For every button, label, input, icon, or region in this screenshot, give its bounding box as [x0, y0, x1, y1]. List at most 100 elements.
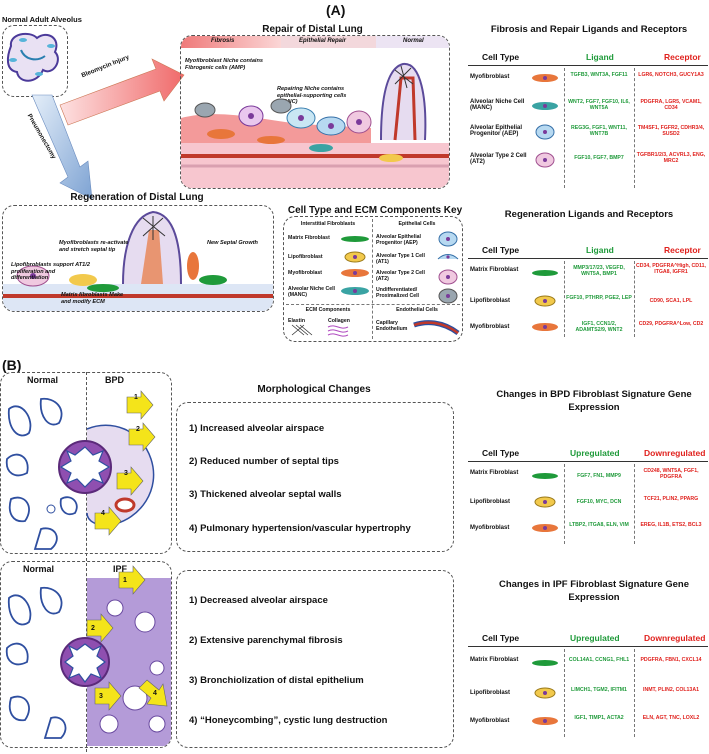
- regen-row-receptor: CD34, PDGFRA^High, CD11, ITGA8, IGFR1: [636, 263, 706, 275]
- ipf-arrow-1-num: 1: [123, 577, 127, 584]
- ipf-arrow-3-icon: [94, 681, 122, 711]
- key-lipofibroblast: Lipofibroblast: [288, 254, 323, 260]
- key-ecm-icons: [291, 324, 349, 337]
- key-left-icons: [341, 236, 369, 295]
- pneumonectomy-arrow: [31, 94, 93, 200]
- fib-row-receptor: TM4SF1, FGFR2, CDHR3/4, SUSD2: [637, 125, 705, 137]
- alveolus-illustration: [6, 32, 59, 82]
- ipf-row-cell: Matrix Fibroblast: [470, 657, 519, 663]
- key-elastin: Elastin: [288, 318, 306, 324]
- bpd-table-title: Changes in BPD Fibroblast Signature Gene…: [496, 389, 692, 413]
- ipf-change-item: 1) Decreased alveolar airspace: [189, 595, 328, 606]
- regen-matrix-icon: [532, 270, 558, 276]
- key-right-icons: [437, 231, 459, 304]
- epithelial-repair-band-label: Epithelial Repair: [299, 38, 347, 44]
- ipf-arrows: [86, 565, 168, 711]
- bpd-row-up: FGF7, FN1, MMP9: [577, 473, 621, 479]
- normal-band-label: Normal: [403, 38, 424, 44]
- bpd-arrow-2-num: 2: [136, 426, 140, 433]
- normal-alveolus-label: Normal Adult Alveolus: [2, 15, 82, 24]
- bpd-header-rule: [468, 461, 708, 462]
- bpd-cell-icons: [532, 473, 558, 532]
- key-matrix-fibroblast: Matrix Fibroblast: [288, 235, 330, 241]
- bpd-change-item: 4) Pulmonary hypertension/vascular hyper…: [189, 523, 411, 534]
- fib-row-ligand: TGFB3, WNT3A, FGF11: [570, 72, 628, 78]
- ipf-row-cell: Lipofibroblast: [470, 690, 510, 696]
- ipf-arrow-1-icon: [118, 565, 146, 595]
- regen-row-ligand: IGF1, CCN1/2, ADAMTS2/9, WNT2: [575, 321, 623, 333]
- repair-box: Fibrosis Epithelial Repair Normal Myofib…: [180, 35, 450, 189]
- ipf-image-box: Normal IPF 1 2 3 4: [0, 561, 172, 748]
- fib-row-cell: Alveolar Epithelial Progenitor (AEP): [470, 125, 523, 137]
- regen-row-cell: Myofibroblast: [470, 324, 510, 330]
- regen-table-title: Regeneration Ligands and Receptors: [504, 209, 674, 220]
- key-box: Interstitial Fibroblasts Epithelial Cell…: [283, 216, 463, 342]
- ipf-header-cell: Cell Type: [482, 633, 520, 643]
- fib-row-receptor: PDGFRA, LGR5, VCAM1, CD34: [640, 99, 702, 111]
- repair-tissue-illustration: [181, 62, 449, 188]
- normal-alveolus-box: [2, 25, 68, 97]
- bpd-row-cell: Myofibroblast: [470, 525, 510, 531]
- bpd-row-down: CD248, WNT5A, FGF1, PDGFRA: [643, 468, 699, 480]
- regen-note-matrix-fibroblasts: Matrix fibroblasts Make and modify ECM: [61, 292, 124, 305]
- regen-note-myofibroblasts: Myofibroblasts re-activate and stretch s…: [59, 240, 129, 253]
- morph-title: Morphological Changes: [257, 384, 371, 395]
- fib-row-cell: Myofibroblast: [470, 74, 510, 80]
- fib-header-cell: Cell Type: [482, 52, 520, 62]
- fib-cell-icons: [532, 74, 558, 168]
- key-collagen: Collagen: [328, 318, 350, 324]
- fib-row-receptor: TGFBR1/2/3, ACVRL3, ENG, MRC2: [636, 152, 706, 164]
- ipf-divider-2: [634, 649, 635, 737]
- regen-row-cell: Lipofibroblast: [470, 298, 510, 304]
- bpd-change-item: 2) Reduced number of septal tips: [189, 456, 339, 467]
- regen-tissue-illustration: [3, 210, 273, 311]
- ipf-table-title: Changes in IPF Fibroblast Signature Gene…: [498, 579, 690, 603]
- bpd-normal-label: Normal: [27, 375, 59, 385]
- key-aep: Alveolar Epithelial Progenitor (AEP): [376, 234, 421, 246]
- ipf-row-up: COL14A1, CCNG1, FHL1: [568, 657, 630, 663]
- key-ecm-header: ECM Components: [305, 307, 351, 313]
- fib-row-ligand: FGF10, FGF7, BMP7: [574, 155, 624, 161]
- ipf-arrow-2-icon: [86, 613, 114, 643]
- regen-note-lipofibroblasts: Lipofibroblasts support AT1/2 proliferat…: [11, 262, 90, 281]
- bpd-arrow-3-num: 3: [124, 470, 128, 477]
- repair-note-myofibroblast-niche: Myofibroblast Niche contains Fibrogenic …: [185, 58, 264, 71]
- regen-row-ligand: MMP3/17/23, VEGFD, WNT5A, BMP1: [573, 265, 625, 277]
- key-divider-horizontal: [286, 304, 460, 305]
- regen-row-receptor: CD90, SCA1, LPL: [649, 298, 693, 304]
- ipf-row-down: INMT, PLIN2, COL13A1: [643, 687, 699, 693]
- ipf-divider-1: [564, 649, 565, 737]
- bpd-arrow-1-icon: [126, 390, 154, 420]
- bpd-disease-label: BPD: [105, 375, 125, 385]
- fib-row-receptor: LGR6, NOTCH3, GUCY1A3: [638, 72, 704, 78]
- ipf-normal-label: Normal: [23, 564, 55, 574]
- key-divider-vertical: [372, 219, 373, 339]
- ipf-change-item: 2) Extensive parenchymal fibrosis: [189, 635, 343, 646]
- bpd-arrows: [94, 390, 156, 536]
- key-interstitial-header: Interstitial Fibroblasts: [300, 221, 356, 227]
- regen-header-rule: [468, 258, 708, 259]
- fib-row-cell: Alveolar Type 2 Cell (AT2): [470, 153, 527, 165]
- key-title: Cell Type and ECM Components Key: [287, 205, 463, 216]
- ipf-arrow-2-num: 2: [91, 625, 95, 632]
- ipf-changes-box: 1) Decreased alveolar airspace 2) Extens…: [176, 570, 454, 748]
- ipf-arrow-3-num: 3: [99, 693, 103, 700]
- bpd-row-cell: Lipofibroblast: [470, 499, 510, 505]
- ipf-change-item: 3) Bronchiolization of distal epithelium: [189, 675, 364, 686]
- key-at1: Alveolar Type 1 Cell (AT1): [376, 253, 425, 265]
- ipf-change-item: 4) “Honeycombing”, cystic lung destructi…: [189, 715, 388, 726]
- regen-title: Regeneration of Distal Lung: [70, 192, 204, 203]
- key-epithelial-header: Epithelial Cells: [398, 221, 436, 227]
- ipf-row-cell: Myofibroblast: [470, 718, 510, 724]
- ipf-header-up: Upregulated: [570, 633, 620, 643]
- key-undifferentiated: Undifferentiated/ Proximalized Cell: [376, 287, 419, 299]
- fib-header-receptor: Receptor: [664, 52, 701, 62]
- fibrosis-band-label: Fibrosis: [211, 38, 235, 44]
- regen-row-ligand: FGF10, PTHRP, PGE2, LEP: [566, 295, 632, 301]
- ipf-cell-icons: [532, 660, 558, 725]
- bpd-divider-1: [564, 464, 565, 544]
- collagen-icon: [327, 325, 349, 337]
- bpd-row-up: FGF10, MYC, DCN: [576, 499, 622, 505]
- regen-header-receptor: Receptor: [664, 245, 701, 255]
- fib-table-title: Fibrosis and Repair Ligands and Receptor…: [490, 24, 688, 35]
